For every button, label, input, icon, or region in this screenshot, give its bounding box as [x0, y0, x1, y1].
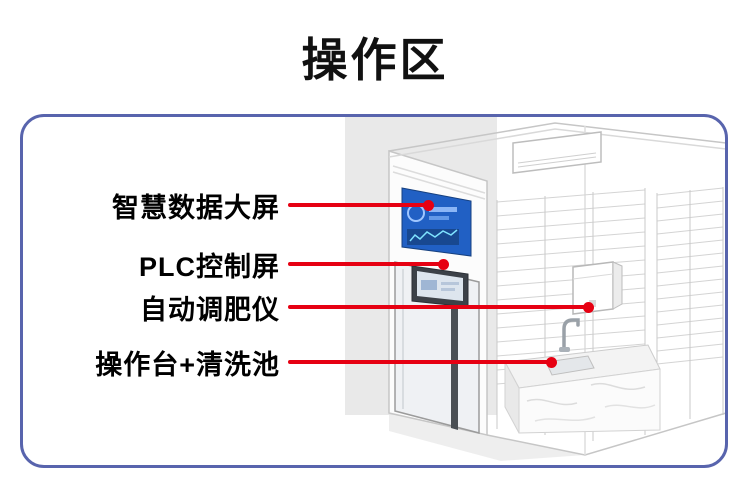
page-title: 操作区 [301, 34, 449, 86]
content-card [20, 114, 728, 468]
callout-label-sink-counter: 操作台+清洗池 [95, 349, 280, 380]
fertilizer-unit [572, 261, 623, 315]
callout-sink-counter: 操作台+清洗池 [30, 345, 557, 380]
callout-line-plc-panel [288, 258, 449, 270]
callout-dot-sink-counter [546, 356, 557, 368]
callout-dot-plc-panel [438, 258, 449, 270]
shelving-racks [496, 187, 724, 441]
faucet-icon [562, 318, 580, 351]
callout-plc-panel: PLC控制屏 [30, 247, 449, 282]
data-screen [401, 187, 472, 257]
callout-dot-fertilizer-unit [583, 301, 594, 313]
callout-data-screen: 智慧数据大屏 [30, 188, 434, 223]
callout-dot-data-screen [423, 199, 434, 211]
callout-label-plc-panel: PLC控制屏 [139, 251, 280, 282]
callout-label-fertilizer-unit: 自动调肥仪 [140, 294, 280, 325]
operation-room-illustration [345, 117, 725, 461]
plc-panel [411, 265, 469, 308]
callout-line-fertilizer-unit [288, 301, 594, 313]
callout-line-data-screen [288, 199, 434, 211]
callout-line-sink-counter [288, 356, 557, 368]
sink-counter [504, 318, 661, 434]
callout-fertilizer-unit: 自动调肥仪 [30, 290, 594, 325]
ac-unit [512, 131, 602, 174]
callout-label-data-screen: 智慧数据大屏 [112, 192, 280, 223]
